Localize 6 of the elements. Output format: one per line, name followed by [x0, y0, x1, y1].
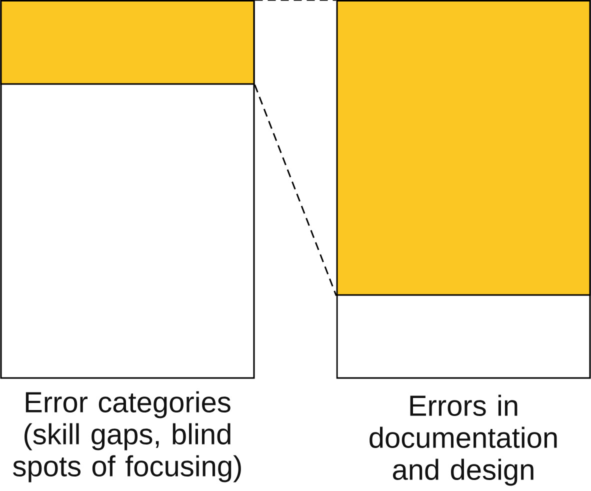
bar-segment	[0, 0, 255, 85]
connector-line	[254, 0, 336, 1]
bar-label: Errors in documentation and design	[370, 394, 557, 486]
connector-line	[254, 84, 337, 296]
bar-label: Error categories (skill gaps, blind spots of focusing)	[13, 391, 241, 482]
bar-segment	[336, 0, 591, 296]
